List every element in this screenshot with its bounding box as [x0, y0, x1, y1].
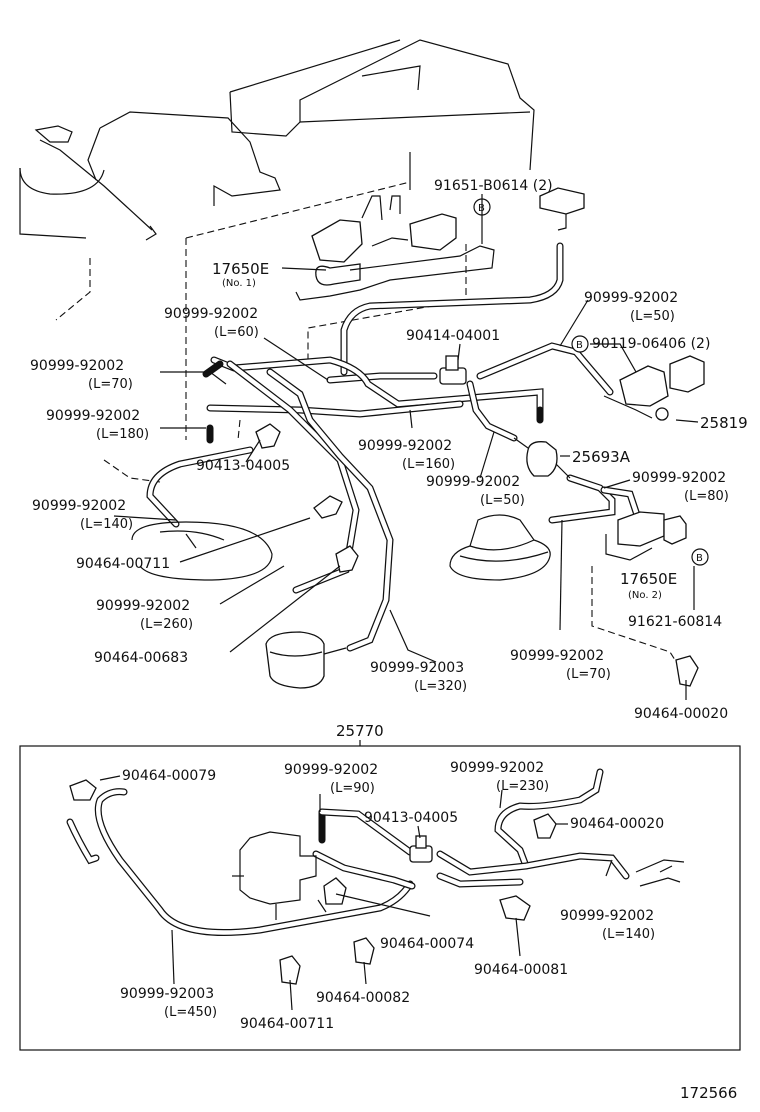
connector-box: [539, 187, 585, 231]
label-hose-l230-code: 90999-92002: [450, 760, 544, 776]
assembly-frame: [19, 745, 741, 1051]
label-hose-l160-code: 90999-92002: [358, 438, 452, 454]
label-hose-l80-code: 90999-92002: [632, 470, 726, 486]
label-joint-04005b: 90413-04005: [364, 810, 458, 826]
label-hose-l140a-code: 90999-92002: [32, 498, 126, 514]
lower-parts: [69, 779, 685, 985]
label-clamp-00074: 90464-00074: [380, 936, 474, 952]
label-hose-l90-len: (L=90): [330, 781, 375, 796]
label-screw-60814: 91621-60814: [628, 614, 722, 630]
label-joint-04005a: 90413-04005: [196, 458, 290, 474]
leader-lines-lower: [99, 775, 613, 1011]
tee-fitting: [439, 355, 467, 385]
engine-outline: [19, 39, 535, 241]
filter-25693a: [513, 437, 571, 479]
label-hose-l50b-code: 90999-92002: [426, 474, 520, 490]
label-vsv-no1-note: (No. 1): [222, 278, 256, 289]
label-hose-l260-len: (L=260): [140, 617, 193, 632]
b-marker-2-text: B: [576, 340, 583, 351]
vsv-no2-valve: [605, 511, 687, 561]
vsv-no1-valve: [295, 195, 495, 301]
canister-dome: [449, 514, 551, 581]
label-clamp-00711a: 90464-00711: [76, 556, 170, 572]
label-bolt-06406: 90119-06406 (2): [592, 336, 710, 352]
label-hose-l90-code: 90999-92002: [284, 762, 378, 778]
b-marker-3: [691, 548, 709, 566]
b-marker-3-text: B: [696, 553, 703, 564]
b-marker-2: [571, 335, 589, 353]
label-hose-l140a-len: (L=140): [80, 517, 133, 532]
label-hose-l70b-code: 90999-92002: [510, 648, 604, 664]
label-vsv-no1-code: 17650E: [212, 260, 269, 278]
label-tee-04001: 90414-04001: [406, 328, 500, 344]
label-hose-l230-len: (L=230): [496, 779, 549, 794]
label-hose-l260-code: 90999-92002: [96, 598, 190, 614]
label-clamp-00082: 90464-00082: [316, 990, 410, 1006]
label-hose-l50a-code: 90999-92002: [584, 290, 678, 306]
upper-labels: 91651-B0614 (2) 17650E (No. 1) 90999-920…: [30, 178, 748, 722]
label-hose-l70a-code: 90999-92002: [30, 358, 124, 374]
label-hose-l60-code: 90999-92002: [164, 306, 258, 322]
upper-hoses: [146, 242, 644, 652]
dish-base: [131, 521, 273, 581]
label-hose-l140b-len: (L=140): [602, 927, 655, 942]
label-clamp-00020a: 90464-00020: [634, 706, 728, 722]
label-hose-l140b-code: 90999-92002: [560, 908, 654, 924]
lower-hoses: [66, 768, 630, 936]
label-hose-l320-len: (L=320): [414, 679, 467, 694]
actuator-cylinder: [265, 631, 347, 689]
diagram-number: 172566: [680, 1084, 737, 1102]
label-clamp-00079: 90464-00079: [122, 768, 216, 784]
label-hose-l160-len: (L=160): [402, 457, 455, 472]
label-clamp-00683: 90464-00683: [94, 650, 188, 666]
label-clamp-00081: 90464-00081: [474, 962, 568, 978]
vsv-25819: [603, 355, 705, 421]
dashed-guides-upper: [55, 181, 681, 669]
label-clamp-00020b: 90464-00020: [570, 816, 664, 832]
label-hose-l50a-len: (L=50): [630, 309, 675, 324]
label-part-25819: 25819: [700, 414, 748, 432]
assembly-label: 25770: [336, 722, 384, 740]
label-hose-l450-code: 90999-92003: [120, 986, 214, 1002]
label-hose-l80-len: (L=80): [684, 489, 729, 504]
label-hose-l320-code: 90999-92003: [370, 660, 464, 676]
label-hose-l180-len: (L=180): [96, 427, 149, 442]
label-hose-l70b-len: (L=70): [566, 667, 611, 682]
label-hose-l70a-len: (L=70): [88, 377, 133, 392]
label-vsv-no2-code: 17650E: [620, 570, 677, 588]
label-filter-25693a: 25693A: [572, 448, 631, 466]
label-hose-l60-len: (L=60): [214, 325, 259, 340]
label-hose-l180-code: 90999-92002: [46, 408, 140, 424]
label-hose-l450-len: (L=450): [164, 1005, 217, 1020]
label-screw-b0614: 91651-B0614 (2): [434, 178, 553, 194]
label-hose-l50b-len: (L=50): [480, 493, 525, 508]
label-vsv-no2-note: (No. 2): [628, 590, 662, 601]
label-clamp-00711b: 90464-00711: [240, 1016, 334, 1032]
lower-labels: 90464-00079 90999-92002 (L=90) 90999-920…: [120, 760, 664, 1032]
leader-lines-upper: [113, 194, 699, 700]
clips-upper: [255, 423, 699, 687]
